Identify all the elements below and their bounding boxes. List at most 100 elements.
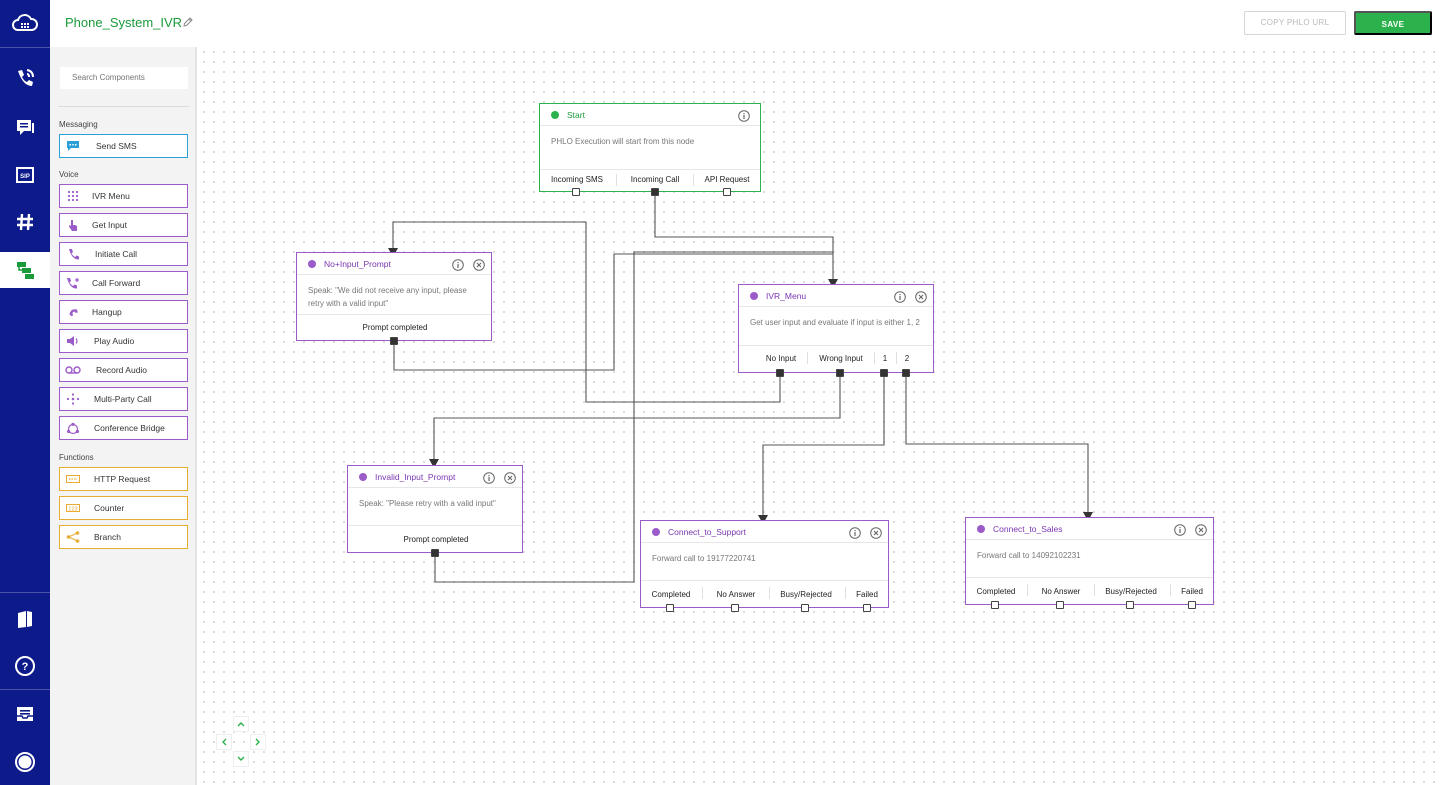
branch-icon [60, 531, 86, 543]
component-hangup[interactable]: Hangup [59, 300, 188, 324]
close-icon[interactable] [870, 526, 882, 544]
pan-right-button[interactable] [250, 734, 266, 750]
connector-option-1[interactable] [880, 369, 888, 377]
support-inbox-icon[interactable] [0, 691, 50, 737]
wire-noinput-completed-to-ivr [393, 253, 833, 371]
info-icon[interactable] [849, 526, 861, 544]
component-label: Conference Bridge [94, 423, 165, 433]
pan-down-button[interactable] [233, 751, 249, 767]
node-header: Start [540, 104, 760, 126]
node-header: IVR_Menu [739, 285, 933, 307]
wire-invalid-completed-to-ivr [434, 251, 833, 583]
connector-prompt-completed[interactable] [390, 337, 398, 345]
node-header: Invalid_Input_Prompt [348, 466, 522, 488]
connector-completed[interactable] [991, 601, 999, 609]
component-label: Call Forward [92, 278, 141, 288]
help-icon[interactable]: ? [0, 643, 50, 689]
component-call-forward[interactable]: Call Forward [59, 271, 188, 295]
component-ivr-menu[interactable]: IVR Menu [59, 184, 188, 208]
component-counter[interactable]: 123 Counter [59, 496, 188, 520]
account-circle-icon[interactable] [0, 739, 50, 785]
wire-ivr-noinput-to-prompt [392, 221, 781, 403]
wire-ivr-wronginput-to-invalid [433, 373, 841, 461]
connector-completed[interactable] [666, 604, 674, 612]
port-divider [693, 174, 694, 186]
phlo-flow-icon[interactable] [0, 252, 50, 288]
port-divider [896, 352, 897, 364]
node-title: IVR_Menu [766, 291, 807, 301]
node-description: Get user input and evaluate if input is … [750, 318, 920, 327]
sip-icon[interactable]: SIP [0, 152, 50, 198]
connector-incoming-call[interactable] [651, 188, 659, 196]
port-incoming-sms: Incoming SMS [550, 175, 604, 184]
port-option-2: 2 [904, 354, 910, 363]
connector-busy-rejected[interactable] [1126, 601, 1134, 609]
close-icon[interactable] [504, 471, 516, 489]
close-icon[interactable] [1195, 523, 1207, 541]
pan-left-button[interactable] [216, 734, 232, 750]
pan-up-button[interactable] [233, 716, 249, 732]
connector-no-answer[interactable] [1056, 601, 1064, 609]
component-multi-party-call[interactable]: Multi-Party Call [59, 387, 188, 411]
node-invalid-input-prompt[interactable]: Invalid_Input_Prompt Speak: "Please retr… [347, 465, 523, 557]
components-sidebar: Messaging Send SMS Voice IVR Menu Get In… [50, 47, 197, 785]
flow-title[interactable]: Phone_System_IVR [65, 15, 183, 30]
close-icon[interactable] [915, 290, 927, 308]
node-no-input-prompt[interactable]: No+Input_Prompt Speak: "We did not recei… [296, 252, 492, 345]
phone-icon [60, 248, 86, 261]
port-prompt-completed: Prompt completed [362, 323, 428, 332]
copy-phlo-url-button[interactable]: COPY PHLO URL [1244, 11, 1346, 35]
hand-tap-icon [60, 219, 86, 232]
port-divider [807, 352, 808, 364]
connector-wrong-input[interactable] [836, 369, 844, 377]
component-http-request[interactable]: HTTP Request [59, 467, 188, 491]
messaging-icon[interactable] [0, 103, 50, 149]
component-label: IVR Menu [92, 191, 130, 201]
connector-failed[interactable] [1188, 601, 1196, 609]
connector-option-2[interactable] [902, 369, 910, 377]
save-button[interactable]: SAVE [1354, 11, 1432, 35]
arrow-head [429, 459, 439, 468]
connector-incoming-sms[interactable] [572, 188, 580, 196]
info-icon[interactable] [483, 471, 495, 489]
connector-no-answer[interactable] [731, 604, 739, 612]
numbers-hash-icon[interactable] [0, 199, 50, 245]
multi-party-icon [60, 393, 86, 405]
info-icon[interactable] [894, 290, 906, 308]
component-get-input[interactable]: Get Input [59, 213, 188, 237]
node-connect-to-support[interactable]: Connect_to_Support Forward call to 19177… [640, 520, 889, 612]
connector-api-request[interactable] [723, 188, 731, 196]
section-label-voice: Voice [59, 170, 79, 179]
node-connect-to-sales[interactable]: Connect_to_Sales Forward call to 1409210… [965, 517, 1214, 609]
wire-ivr-1-to-support [762, 373, 885, 517]
connector-failed[interactable] [863, 604, 871, 612]
speaker-icon [60, 335, 86, 347]
cloud-logo-icon[interactable] [0, 0, 50, 46]
search-components-input[interactable] [60, 67, 188, 89]
component-branch[interactable]: Branch [59, 525, 188, 549]
connector-prompt-completed[interactable] [431, 549, 439, 557]
port-divider [616, 174, 617, 186]
node-ivr-menu[interactable]: IVR_Menu Get user input and evaluate if … [738, 284, 934, 377]
node-start[interactable]: Start PHLO Execution will start from thi… [539, 103, 761, 196]
component-play-audio[interactable]: Play Audio [59, 329, 188, 353]
flow-canvas[interactable]: Start PHLO Execution will start from thi… [199, 47, 1440, 785]
port-busy-rejected: Busy/Rejected [1105, 587, 1157, 596]
port-divider [769, 587, 770, 599]
docs-book-icon[interactable] [0, 596, 50, 642]
info-icon[interactable] [1174, 523, 1186, 541]
info-icon[interactable] [738, 109, 750, 127]
connector-no-input[interactable] [776, 369, 784, 377]
component-initiate-call[interactable]: Initiate Call [59, 242, 188, 266]
node-header: Connect_to_Sales [966, 518, 1213, 540]
component-record-audio[interactable]: Record Audio [59, 358, 188, 382]
info-icon[interactable] [452, 258, 464, 276]
voice-call-icon[interactable] [0, 55, 50, 101]
pencil-edit-icon[interactable] [182, 15, 194, 33]
connector-busy-rejected[interactable] [801, 604, 809, 612]
component-label: Counter [94, 503, 125, 513]
component-conference-bridge[interactable]: Conference Bridge [59, 416, 188, 440]
component-send-sms[interactable]: Send SMS [59, 134, 188, 158]
close-icon[interactable] [473, 258, 485, 276]
port-completed: Completed [651, 590, 691, 599]
